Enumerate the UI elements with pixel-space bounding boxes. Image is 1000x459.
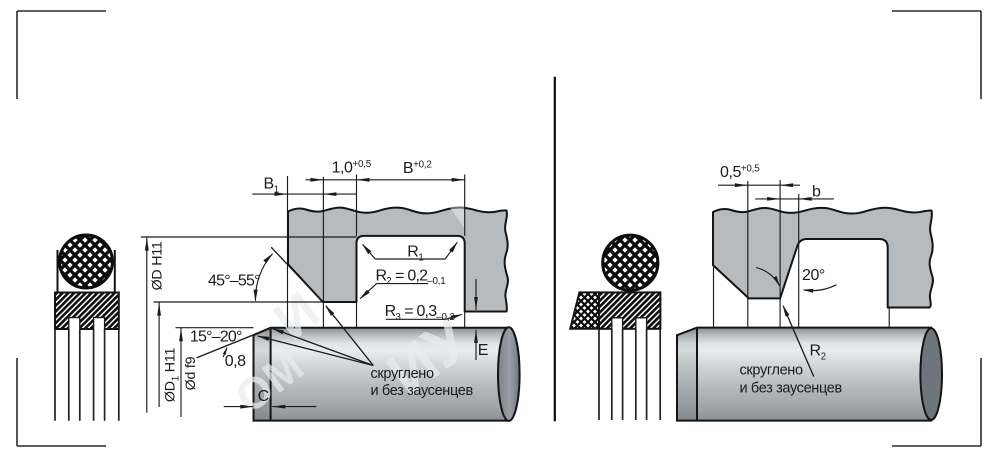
right-note-line2: и без заусенцев — [740, 381, 843, 397]
right-arrow-b-right — [798, 197, 812, 201]
left-arrow-dia-D — [144, 237, 149, 251]
right-housing-section — [712, 206, 934, 309]
right-seal-notch-outline-1 — [611, 317, 624, 331]
left-arrow-arc-bottom — [253, 289, 258, 302]
left-leader-note-1 — [325, 305, 374, 366]
left-label-r3: R3 = 0,3–0,2 — [385, 303, 455, 323]
left-arrow-e-up — [474, 329, 478, 343]
left-seal-notch-2 — [93, 317, 105, 331]
left-seal-notch-1 — [68, 317, 80, 331]
left-label-08: 0,8 — [225, 353, 246, 370]
left-shaft-end-ellipse — [497, 326, 521, 422]
left-arrow-b1-left — [274, 192, 288, 196]
right-arrow-05-left — [734, 183, 748, 188]
left-housing-section — [287, 206, 509, 313]
left-seal-notch-outline-1 — [68, 316, 81, 331]
right-shaft-end-face — [677, 327, 697, 421]
left-chamfer-construction-line — [270, 246, 324, 303]
right-label-05: 0,5+0,5 — [720, 164, 760, 182]
left-arrow-r2 — [359, 289, 370, 300]
left-arrow-c-right — [240, 404, 254, 409]
right-seal-notch-outline-2 — [635, 317, 648, 331]
right-label-b: b — [812, 184, 821, 201]
left-arrow-r3 — [450, 314, 463, 320]
right-note-line1: скруглено — [740, 363, 803, 379]
left-note-line2: и без заусенцев — [371, 383, 474, 399]
left-leader-note-2 — [272, 327, 374, 367]
left-seal-notch-outline-2 — [92, 316, 106, 331]
left-label-angle-shaft: 15°–20° — [190, 329, 242, 346]
left-leader-note-3 — [257, 335, 374, 367]
right-seal-body — [598, 291, 662, 330]
left-label-e: E — [478, 342, 488, 359]
right-seal-profile — [568, 233, 662, 420]
right-arrow-b-left — [767, 197, 781, 201]
right-seal-notch-1 — [611, 317, 623, 331]
left-note-line1: скруглено — [371, 366, 434, 382]
left-arrow-note-2 — [271, 328, 284, 335]
left-label-b1: B1 — [264, 176, 279, 196]
left-arrow-r1-right — [449, 241, 458, 253]
right-arrow-20-lower — [802, 288, 814, 293]
right-view: 0,5+0,5 b 20° R2 скруглено и без заусенц… — [568, 164, 944, 422]
right-arrow-05-right — [780, 183, 794, 188]
left-arrow-note-3 — [257, 335, 270, 341]
left-o-ring — [58, 233, 114, 290]
left-seal-body — [54, 291, 120, 330]
left-label-c: C — [258, 388, 269, 405]
right-label-r2: R2 — [810, 343, 826, 363]
right-seal-heel — [568, 291, 600, 330]
corner-mark-bottom-left — [16, 358, 106, 447]
right-arrow-20-upper — [773, 276, 780, 287]
left-label-groove-width: B+0,2 — [403, 160, 432, 178]
left-arrow-note-1 — [325, 305, 335, 316]
right-shaft-end-ellipse — [919, 327, 944, 421]
left-label-land: 1,0+0,5 — [332, 159, 372, 177]
right-arrow-r2 — [782, 304, 790, 317]
left-seal-profile — [54, 233, 120, 421]
left-label-angle-chamfer: 45°–55° — [208, 273, 260, 290]
left-shaft-chamfer-construction — [196, 327, 272, 359]
left-arrow-land-left — [310, 177, 324, 182]
right-label-20: 20° — [802, 267, 825, 284]
left-label-dia-D: ØD H11 — [150, 241, 166, 290]
right-shaft-body — [676, 326, 932, 422]
right-seal-notch-2 — [635, 317, 647, 331]
left-arrow-b1-right — [323, 192, 337, 196]
left-arrow-08 — [222, 346, 228, 355]
left-arrow-dia-d — [179, 328, 183, 342]
left-arrow-r1-left — [361, 243, 372, 255]
left-label-dia-d: Ød f9 — [183, 356, 199, 390]
left-label-r1: R1 — [407, 244, 423, 264]
right-leader-r2 — [782, 305, 815, 377]
left-arrow-c-left — [272, 404, 286, 409]
left-label-dia-D1: ØD1 H11 — [163, 348, 182, 403]
left-arrow-groove-right — [451, 177, 465, 182]
left-shaft-end-face — [253, 327, 271, 421]
left-view: ОМ ИУ И ØD H11 ØD1 H11 Ød f9 B1 1,0+0,5 … — [54, 159, 521, 423]
corner-mark-top-left — [16, 10, 106, 99]
left-label-r2: R2 = 0,2–0,1 — [376, 267, 446, 287]
left-arrow-dia-D1 — [157, 302, 161, 316]
left-arrow-arc-top — [263, 253, 274, 264]
left-arrow-groove-left — [356, 177, 370, 182]
right-o-ring — [601, 233, 660, 292]
left-arrow-e-down — [474, 297, 478, 310]
corner-mark-top-right — [892, 10, 982, 99]
corner-mark-bottom-right — [892, 358, 982, 447]
